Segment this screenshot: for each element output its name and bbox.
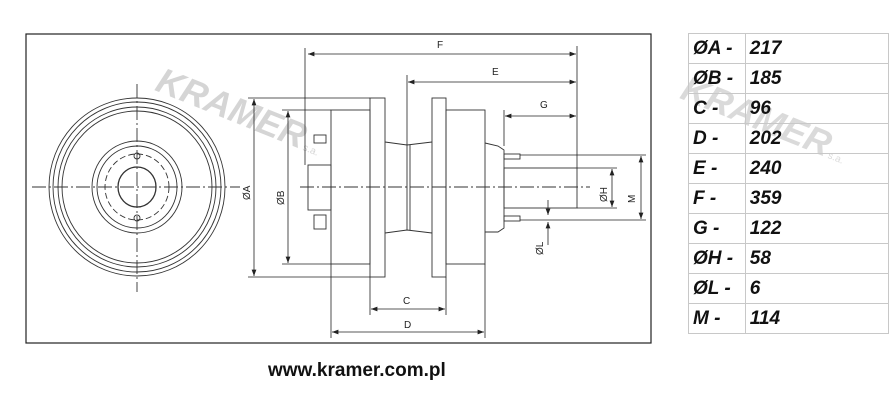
- dimension-key: ØB -: [688, 63, 746, 94]
- watermark-suffix: s.a.: [301, 142, 320, 158]
- dimension-value: 240: [744, 153, 889, 184]
- dimension-value: 122: [744, 213, 889, 244]
- website-url: www.kramer.com.pl: [268, 360, 446, 381]
- dimension-row: C -96: [688, 93, 889, 124]
- dimension-row: D -202: [688, 123, 889, 154]
- label-a: ØA: [242, 185, 253, 200]
- label-d: D: [404, 320, 411, 331]
- dimension-value: 96: [744, 93, 889, 124]
- dimension-value: 114: [744, 303, 889, 334]
- label-m: M: [627, 195, 638, 203]
- dimension-row: G -122: [688, 213, 889, 244]
- dimension-key: ØA -: [688, 33, 746, 64]
- dimension-key: C -: [688, 93, 746, 124]
- dimension-row: M -114: [688, 303, 889, 334]
- dimension-key: ØL -: [688, 273, 746, 304]
- label-h: ØH: [599, 187, 610, 202]
- dimension-row: ØA -217: [688, 33, 889, 64]
- dimension-lines: [248, 46, 646, 338]
- dimension-row: ØL -6: [688, 273, 889, 304]
- side-view: [300, 97, 590, 278]
- dimension-value: 185: [744, 63, 889, 94]
- dimension-key: G -: [688, 213, 746, 244]
- label-f: F: [437, 40, 443, 51]
- label-c: C: [403, 296, 410, 307]
- dimension-row: ØH -58: [688, 243, 889, 274]
- dimension-key: E -: [688, 153, 746, 184]
- dimension-row: E -240: [688, 153, 889, 184]
- label-g: G: [540, 100, 548, 111]
- dimension-labels: F E G ØA ØB C D ØH ØL M: [242, 40, 638, 331]
- dimension-key: ØH -: [688, 243, 746, 274]
- front-view: [32, 84, 240, 292]
- kramer-watermark: KRAMER s.a.: [151, 59, 320, 158]
- dimension-key: D -: [688, 123, 746, 154]
- dimension-value: 58: [744, 243, 889, 274]
- dimension-key: M -: [688, 303, 746, 334]
- dimension-value: 217: [744, 33, 889, 64]
- label-e: E: [492, 67, 499, 78]
- drawing-frame: [25, 33, 652, 344]
- dimension-value: 359: [744, 183, 889, 214]
- dimension-row: ØB -185: [688, 63, 889, 94]
- label-l: ØL: [535, 241, 546, 255]
- dimension-row: F -359: [688, 183, 889, 214]
- label-b: ØB: [276, 190, 287, 205]
- dimension-key: F -: [688, 183, 746, 214]
- dimension-value: 6: [744, 273, 889, 304]
- dimension-value: 202: [744, 123, 889, 154]
